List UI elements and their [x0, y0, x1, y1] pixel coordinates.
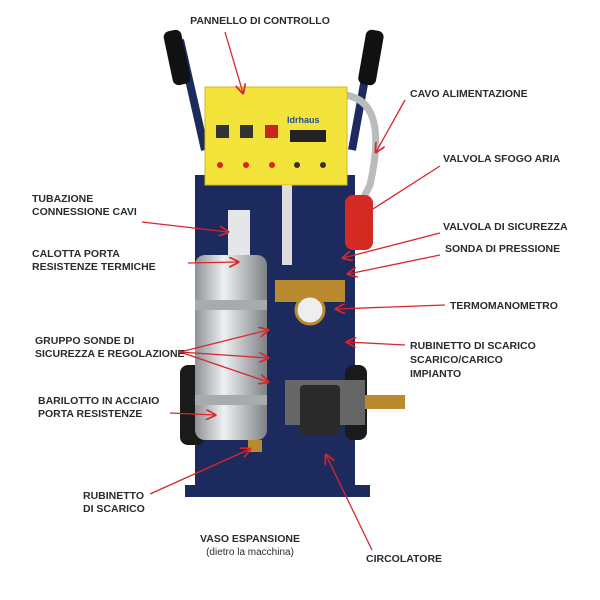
thermomanometer-gauge [294, 294, 326, 326]
label-thermomanometer: TERMOMANOMETRO [450, 300, 558, 312]
machine-photo: Idrhaus [163, 29, 405, 497]
label-pressure-probe: SONDA DI PRESSIONE [445, 243, 560, 255]
label-expansion-vessel: VASO ESPANSIONE [200, 533, 300, 545]
callout-arrows [141, 31, 446, 551]
left-handle-grip [163, 29, 191, 86]
label-drain-tap: RUBINETTO [83, 490, 144, 502]
label-steel-barrel: BARILOTTO IN ACCIAIO [38, 395, 159, 407]
label-circulator: CIRCOLATORE [366, 553, 442, 565]
label-drain-tap-2: DI SCARICO [83, 503, 145, 515]
label-system-drain-tap: RUBINETTO DI SCARICO [410, 340, 536, 352]
label-power-cable: CAVO ALIMENTAZIONE [410, 88, 528, 100]
label-system-drain-tap-2: SCARICO/CARICO [410, 354, 503, 366]
right-handle-grip [358, 29, 384, 86]
circulator-pump [300, 385, 340, 435]
label-cable-conduit: TUBAZIONE [32, 193, 93, 205]
air-vent-valve [345, 195, 373, 250]
label-system-drain-tap-3: IMPIANTO [410, 368, 461, 380]
label-heater-cap: CALOTTA PORTA [32, 248, 120, 260]
callout-labels: PANNELLO DI CONTROLLO CAVO ALIMENTAZIONE… [32, 15, 568, 565]
label-control-panel: PANNELLO DI CONTROLLO [190, 15, 330, 27]
label-steel-barrel-2: PORTA RESISTENZE [38, 408, 142, 420]
label-probe-group-2: SICUREZZA E REGOLAZIONE [35, 348, 185, 360]
label-expansion-vessel-note: (dietro la macchina) [206, 547, 294, 558]
label-heater-cap-2: RESISTENZE TERMICHE [32, 261, 156, 273]
brand-logo: Idrhaus [287, 115, 320, 125]
label-cable-conduit-2: CONNESSIONE CAVI [32, 206, 137, 218]
power-cable [344, 91, 380, 217]
steel-cylinder [195, 255, 267, 440]
label-probe-group: GRUPPO SONDE DI [35, 335, 134, 347]
label-air-vent: VALVOLA SFOGO ARIA [443, 153, 561, 165]
label-safety-valve: VALVOLA DI SICUREZZA [443, 221, 568, 233]
